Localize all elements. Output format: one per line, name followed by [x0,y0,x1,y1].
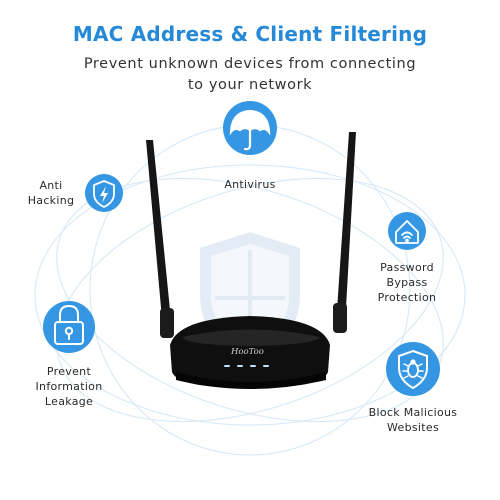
password-bypass-line-3: Protection [377,291,437,304]
anti-hacking-line-2: Hacking [27,194,75,207]
orbit-ring [56,177,444,423]
info-leakage-label: Prevent Information Leakage [22,364,116,409]
info-leakage-line-1: Prevent [46,365,92,378]
router-illustration: HooToo [146,132,356,389]
anti-hacking-line-1: Anti [39,179,63,192]
malicious-sites-feature [386,342,440,396]
page-subtitle: Prevent unknown devices from connecting … [40,54,460,96]
right-antenna [336,132,356,325]
malicious-sites-line-2: Websites [387,421,439,434]
password-bypass-feature [388,212,426,250]
antivirus-label-text: Antivirus [224,178,276,191]
password-bypass-line-1: Password [380,261,434,274]
router-brand-label: HooToo [230,347,264,357]
house-wifi-icon [395,220,419,244]
info-leakage-line-2: Information [35,380,103,393]
padlock-icon [54,304,84,345]
page-title: MAC Address & Client Filtering [72,22,428,46]
anti-hacking-label: Anti Hacking [20,178,82,208]
shield-bolt-icon [93,180,115,209]
anti-hacking-feature [85,174,123,212]
antivirus-label: Antivirus [205,177,295,192]
umbrella-icon [229,109,271,151]
malicious-sites-line-1: Block Malicious [368,406,458,419]
password-bypass-label: Password Bypass Protection [365,260,449,305]
shield-bug-icon [398,349,428,390]
info-leakage-feature [43,301,95,353]
subtitle-line-1: Prevent unknown devices from connecting [83,56,417,72]
left-antenna [146,140,172,330]
antivirus-feature [223,101,277,155]
malicious-sites-label: Block Malicious Websites [352,405,474,435]
orbit-ring [34,164,466,426]
router-leds [224,365,269,367]
subtitle-line-2: to your network [187,77,313,93]
password-bypass-line-2: Bypass [386,276,428,289]
orbit-ring [56,177,444,423]
info-leakage-line-3: Leakage [44,395,94,408]
